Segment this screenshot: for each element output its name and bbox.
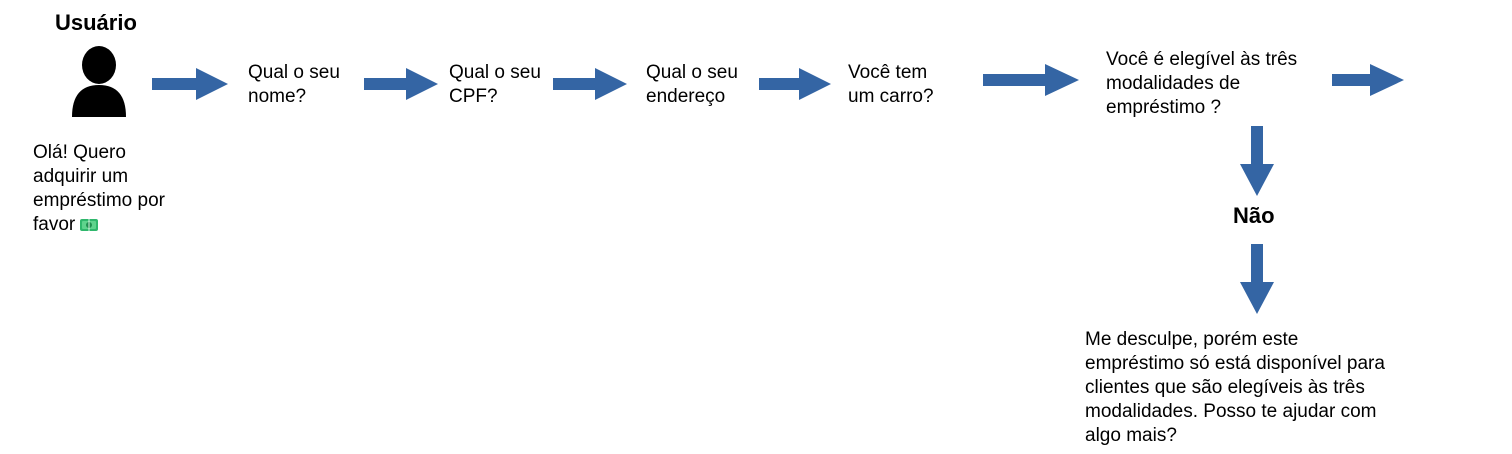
step-line: Você tem <box>848 62 928 83</box>
step-car-question: Você tem um carro? <box>848 61 934 109</box>
rejection-line: modalidades. Posso te ajudar com <box>1085 401 1377 422</box>
rejection-line: algo mais? <box>1085 425 1177 446</box>
step-line: um carro? <box>848 86 934 107</box>
step-line: endereço <box>646 86 726 107</box>
step-line: modalidades de <box>1106 73 1241 94</box>
diagram-title: Usuário <box>55 10 137 35</box>
flow-arrow-right-icon <box>1332 64 1404 96</box>
user-message-line: Olá! Quero <box>33 142 126 163</box>
rejection-line: Me desculpe, porém este <box>1085 329 1299 350</box>
step-line: nome? <box>248 86 307 107</box>
step-address-question: Qual o seu endereço <box>646 61 738 109</box>
user-message: Olá! Quero adquirir um empréstimo por fa… <box>33 141 165 237</box>
flow-arrow-down-icon <box>1240 244 1274 314</box>
flow-arrow-right-icon <box>759 68 831 100</box>
user-message-line: adquirir um <box>33 166 129 187</box>
branch-label-no: Não <box>1233 203 1275 228</box>
person-silhouette-icon <box>72 46 126 117</box>
user-message-last-word: favor <box>33 214 76 235</box>
flow-arrow-right-icon <box>152 68 228 100</box>
step-line: empréstimo ? <box>1106 97 1222 118</box>
step-line: Você é elegível às três <box>1106 49 1298 70</box>
step-line: CPF? <box>449 86 498 107</box>
step-name-question: Qual o seu nome? <box>248 61 340 109</box>
user-message-line: empréstimo por <box>33 190 165 211</box>
flow-arrow-down-icon <box>1240 126 1274 196</box>
flow-arrow-right-icon <box>553 68 627 100</box>
rejection-message: Me desculpe, porém este empréstimo só es… <box>1085 328 1385 448</box>
step-eligibility-question: Você é elegível às três modalidades de e… <box>1106 48 1297 120</box>
step-line: Qual o seu <box>248 62 340 83</box>
flow-arrow-right-icon <box>364 68 438 100</box>
user-message-line: favor <box>33 213 165 237</box>
step-line: Qual o seu <box>646 62 738 83</box>
step-line: Qual o seu <box>449 62 541 83</box>
flow-arrow-right-icon <box>983 64 1079 96</box>
rejection-line: clientes que são elegíveis às três <box>1085 377 1365 398</box>
money-bill-icon <box>80 219 99 231</box>
rejection-line: empréstimo só está disponível para <box>1085 353 1385 374</box>
step-cpf-question: Qual o seu CPF? <box>449 61 541 109</box>
